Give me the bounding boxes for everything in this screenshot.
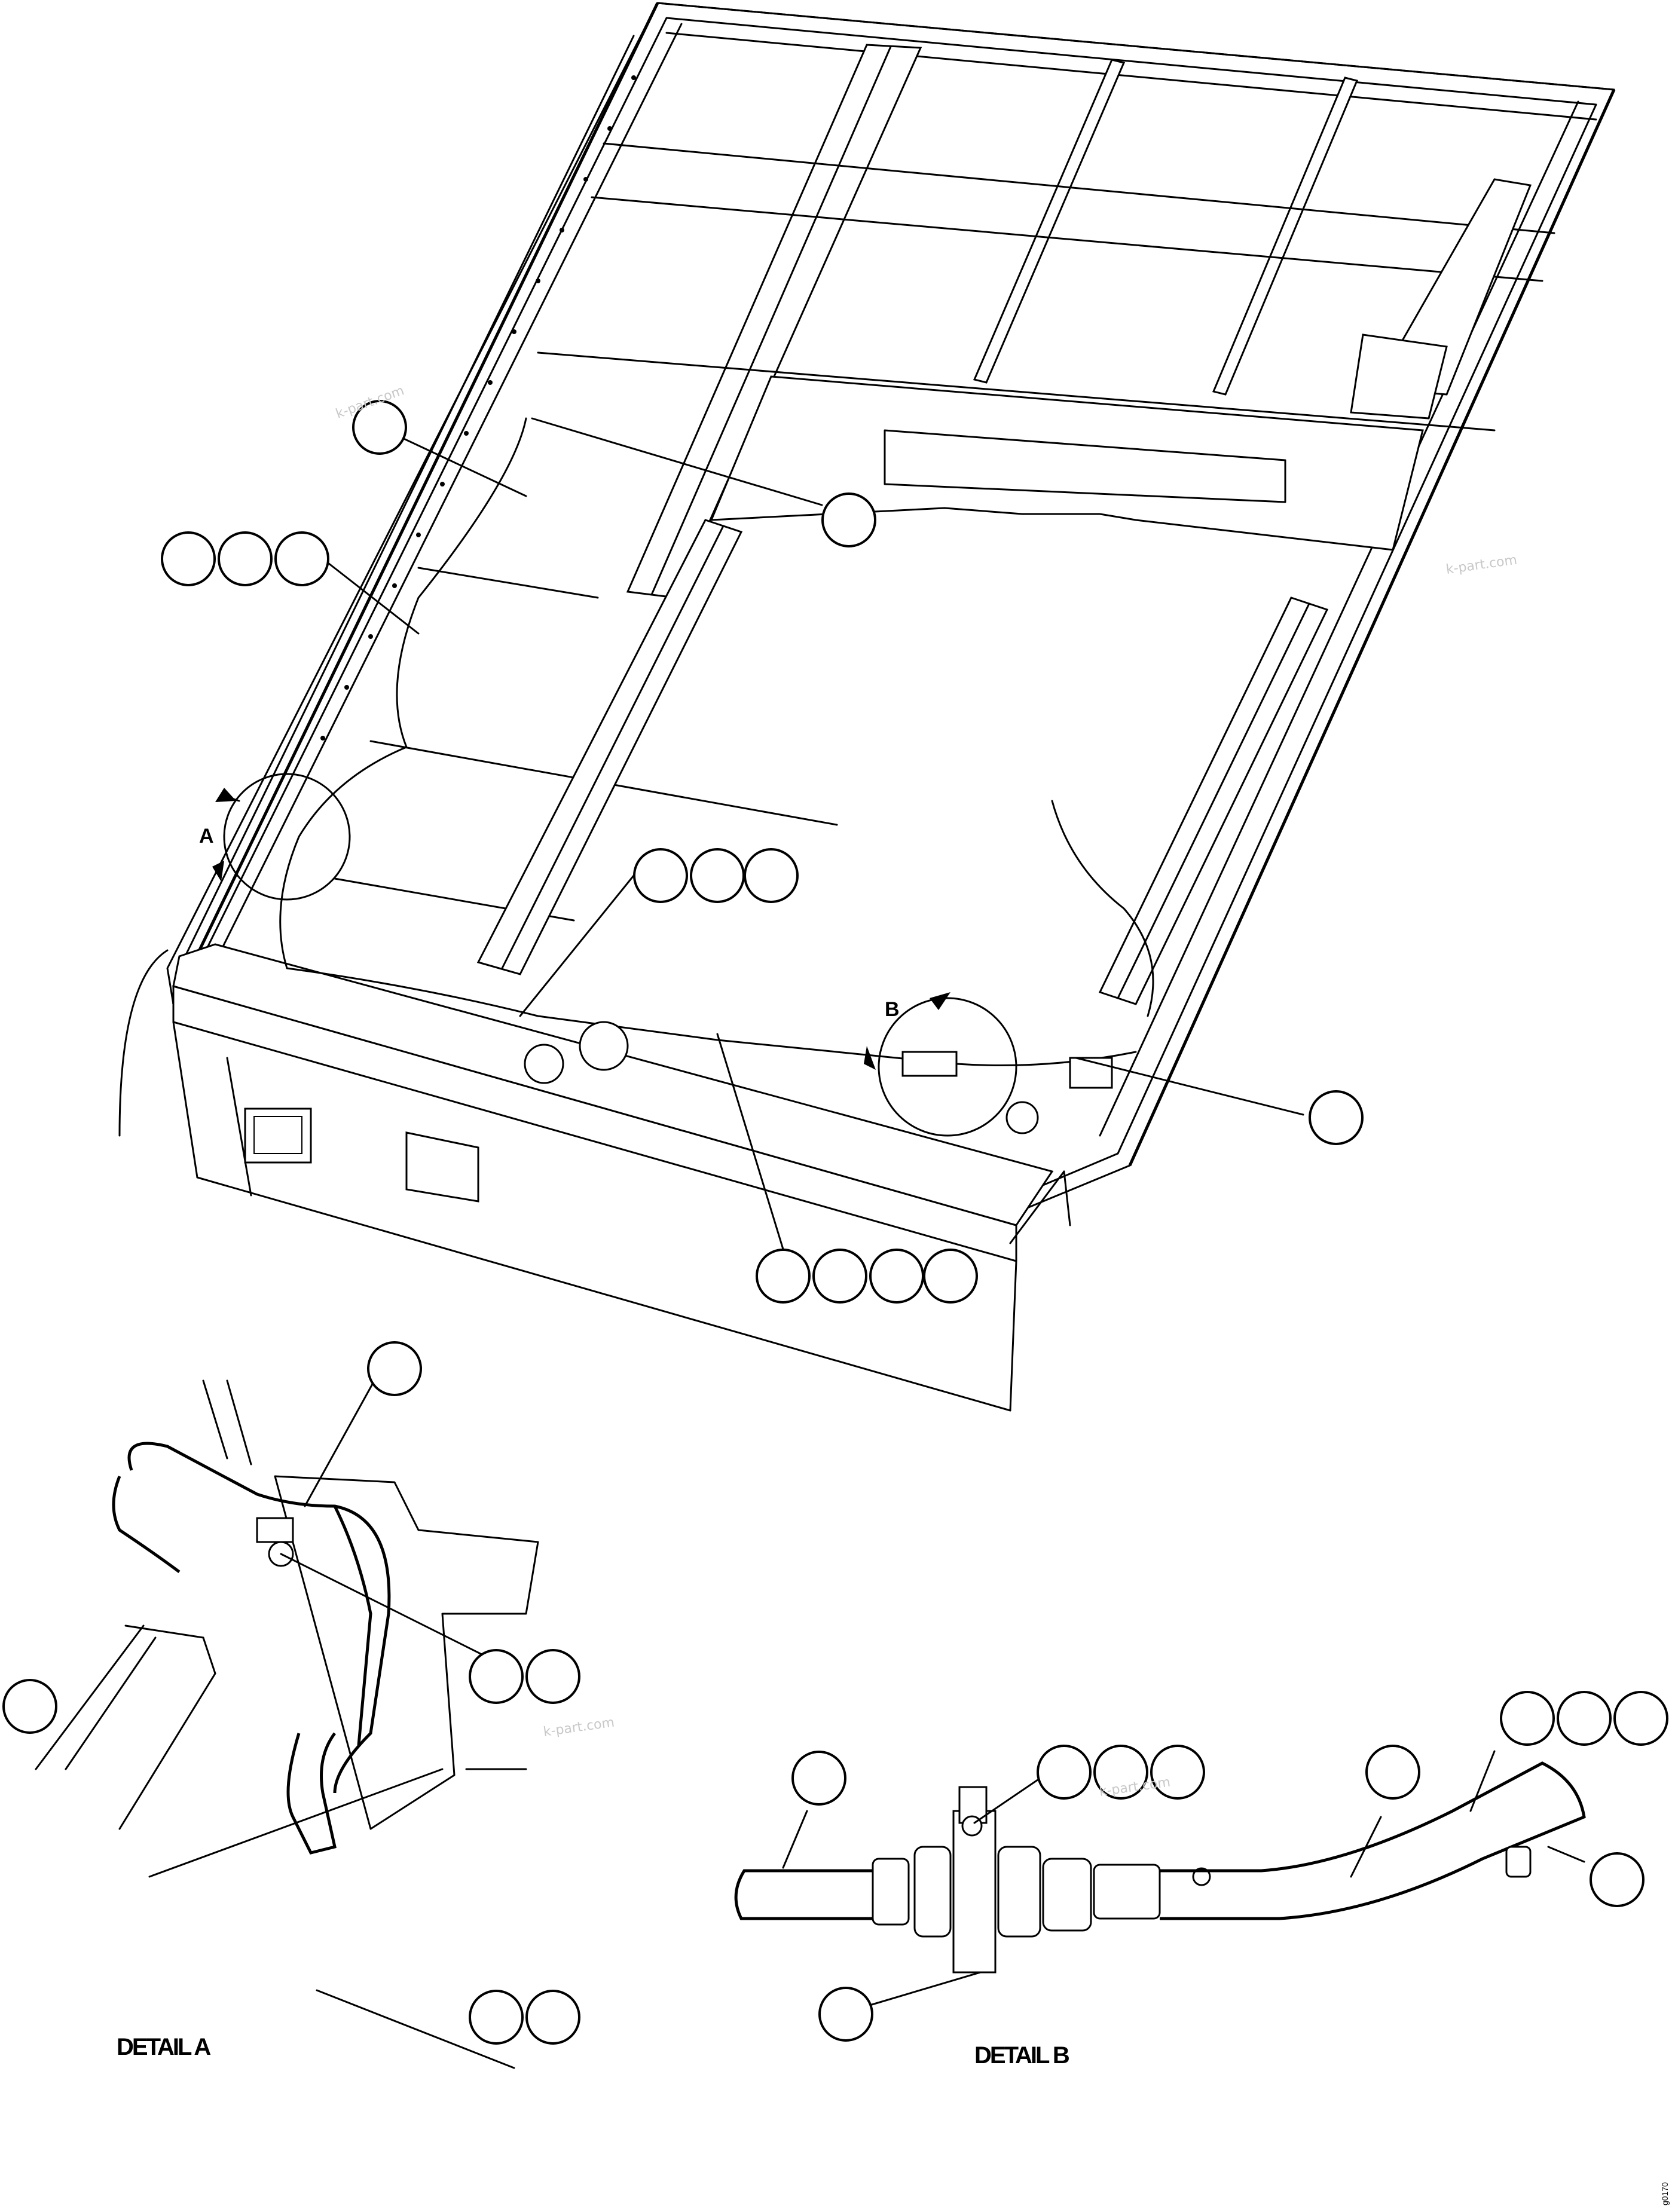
callout-bracket-3 bbox=[744, 848, 799, 903]
detail-a-marker: A bbox=[199, 773, 351, 901]
callout-bracket-2 bbox=[690, 848, 745, 903]
callout-detail-b-top-3 bbox=[1150, 1745, 1205, 1800]
detail-b-caption: DETAIL B bbox=[974, 2042, 1069, 2069]
callout-front-bar-2 bbox=[812, 1249, 867, 1304]
detail-b-drawing: DETAIL B bbox=[734, 1750, 1586, 2069]
callout-detail-b-left bbox=[791, 1751, 846, 1806]
detail-b-letter: B bbox=[885, 998, 900, 1021]
callout-front-bar-1 bbox=[756, 1249, 811, 1304]
callout-bracket-1 bbox=[633, 848, 688, 903]
callout-detail-a-top bbox=[367, 1341, 422, 1396]
detail-b-marker: B bbox=[864, 992, 1017, 1137]
detail-a-drawing: DETAIL A bbox=[35, 1379, 539, 2060]
callout-detail-b-right-1 bbox=[1500, 1691, 1555, 1746]
watermark-3: k-part.com bbox=[542, 1715, 615, 1740]
callout-front-bar-3 bbox=[869, 1249, 924, 1304]
callout-left-rail-2 bbox=[218, 531, 273, 586]
detail-a-letter: A bbox=[199, 825, 214, 848]
callout-right-rail bbox=[1309, 1090, 1364, 1145]
drawing-code: g0170 bbox=[1660, 2182, 1670, 2205]
callout-top-frame bbox=[352, 400, 407, 455]
callout-left-rail-1 bbox=[161, 531, 216, 586]
callout-detail-b-mid bbox=[1365, 1745, 1420, 1800]
callout-center-crossmember bbox=[821, 492, 876, 547]
callout-detail-a-bottom-2 bbox=[525, 1990, 580, 2045]
detail-a-caption: DETAIL A bbox=[117, 2034, 210, 2060]
callout-front-bar-4 bbox=[923, 1249, 978, 1304]
callout-detail-b-top-1 bbox=[1037, 1745, 1092, 1800]
callout-detail-b-right-3 bbox=[1613, 1691, 1668, 1746]
callout-detail-a-mid-1 bbox=[469, 1649, 524, 1704]
callout-detail-b-bottom bbox=[818, 1987, 873, 2042]
rail-holes bbox=[320, 75, 636, 741]
callout-detail-b-right-2 bbox=[1557, 1691, 1612, 1746]
callout-detail-a-left bbox=[2, 1679, 57, 1734]
callout-left-rail-3 bbox=[274, 531, 329, 586]
callout-detail-a-mid-2 bbox=[525, 1649, 580, 1704]
callout-detail-b-end bbox=[1590, 1852, 1645, 1907]
frame-assembly bbox=[118, 2, 1616, 1412]
callout-detail-a-bottom-1 bbox=[469, 1990, 524, 2045]
callout-detail-b-top-2 bbox=[1093, 1745, 1148, 1800]
watermark-2: k-part.com bbox=[1445, 553, 1518, 577]
callout-bubbles bbox=[2, 400, 1668, 2045]
leader-lines bbox=[280, 417, 1304, 2069]
